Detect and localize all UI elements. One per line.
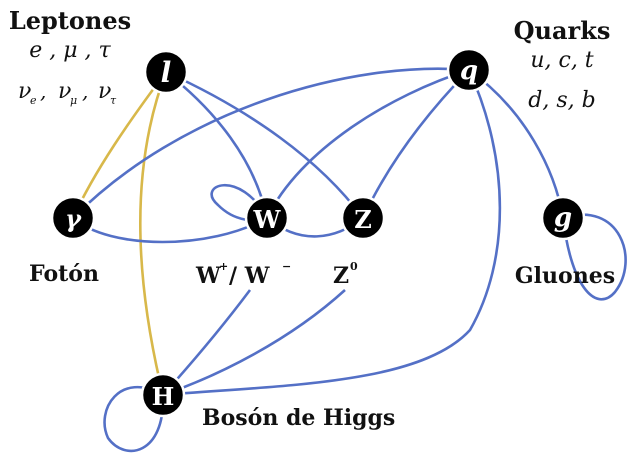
neutrino-sep-1: ,: [40, 79, 46, 103]
edge-photon-w: [72, 216, 268, 244]
edge-lepton-z: [165, 70, 365, 219]
node-photon-symbol: γ: [65, 204, 82, 233]
neutrino-tau-sub: τ: [110, 94, 117, 107]
w-boson-label: W + / W −: [195, 260, 291, 289]
node-w: W: [244, 195, 290, 241]
edge-quark-photon: [72, 67, 470, 219]
edge-gluon-self-loop: [561, 213, 627, 301]
z-label-sup: 0: [350, 260, 358, 273]
edge-quark-higgs: [162, 69, 502, 397]
node-gluon: g: [540, 195, 586, 241]
node-gluon-symbol: g: [554, 203, 572, 233]
quarks-down-list: d, s, b: [528, 88, 595, 113]
foton-label: Fotón: [29, 261, 99, 287]
node-lepton-symbol: l: [161, 56, 172, 89]
quarks-title: Quarks: [514, 16, 611, 45]
neutrino-e: ν: [18, 79, 31, 104]
node-lepton: l: [143, 49, 189, 95]
node-quark-symbol: q: [460, 56, 478, 86]
w-label-main: W: [195, 263, 221, 289]
gluones-label: Gluones: [515, 263, 615, 289]
z-label-main: Z: [333, 263, 349, 289]
node-w-symbol: W: [253, 205, 282, 234]
neutrino-tau: ν: [98, 79, 111, 104]
neutrino-e-sub: e: [30, 94, 37, 107]
node-quark: q: [446, 47, 492, 93]
w-label-sep: / W: [229, 263, 270, 289]
neutrino-mu-sub: μ: [70, 94, 77, 107]
edge-higgs-self-loop: [103, 385, 165, 453]
w-label-plus: +: [219, 260, 228, 273]
neutrino-sep-2: ,: [82, 79, 88, 103]
edge-lepton-higgs: [139, 71, 168, 396]
leptones-title: Leptones: [9, 6, 131, 35]
leptones-neutrino-list: ν e , ν μ , ν τ: [18, 79, 117, 107]
leptones-charged-list: e , μ , τ: [29, 38, 111, 63]
edge-z-higgs: [162, 289, 346, 397]
node-photon: γ: [50, 195, 96, 241]
edge-quark-z: [361, 69, 470, 219]
node-z: Z: [340, 195, 386, 241]
node-higgs: H: [140, 372, 186, 418]
higgs-label: Bosón de Higgs: [202, 405, 395, 431]
edge-quark-w: [265, 68, 470, 219]
node-higgs-symbol: H: [152, 382, 175, 411]
quarks-up-list: u, c, t: [530, 48, 593, 73]
node-z-symbol: Z: [354, 205, 372, 234]
w-label-minus: −: [282, 260, 291, 273]
neutrino-mu: ν: [58, 79, 71, 104]
z-boson-label: Z 0: [333, 260, 358, 289]
